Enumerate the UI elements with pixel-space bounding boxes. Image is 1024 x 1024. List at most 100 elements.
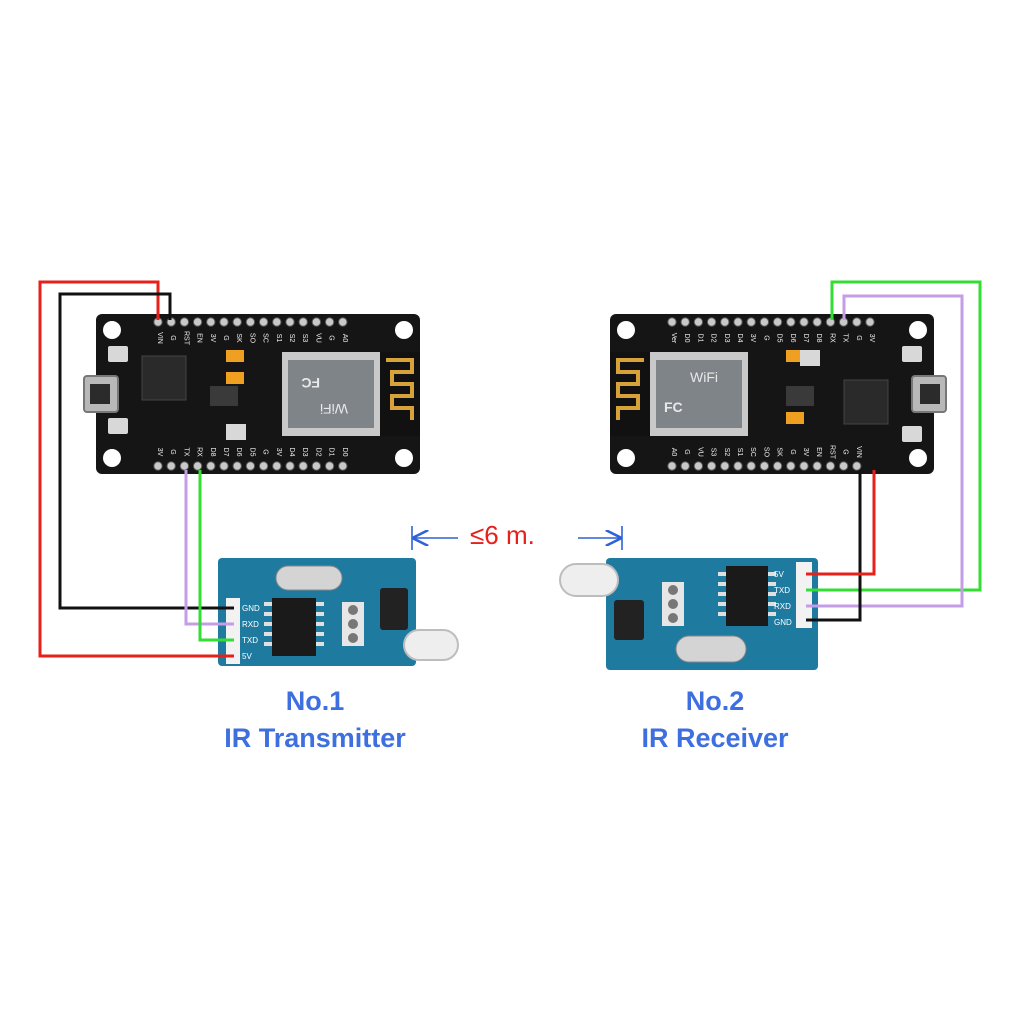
pin-label: D8: [815, 334, 822, 343]
pin-label: SK: [235, 333, 242, 343]
header-pin: [720, 461, 730, 471]
header-pin: [285, 317, 295, 327]
module-pin-label: GND: [242, 604, 260, 613]
wifi-logo: WiFi: [320, 401, 348, 417]
pin-label: TX: [182, 448, 189, 457]
pin-label: TX: [842, 334, 849, 343]
pin-label: SK: [776, 447, 783, 457]
pin-label: 3V: [802, 448, 809, 457]
wifi-logo: WiFi: [690, 369, 718, 385]
header-pin: [746, 317, 756, 327]
header-pin: [311, 461, 322, 471]
header-pin: [680, 461, 690, 471]
pin-label: SC: [749, 447, 756, 457]
pin-label: 3V: [749, 334, 756, 343]
pin-label: SC: [262, 333, 269, 343]
header-pin: [825, 461, 836, 471]
header-pin: [324, 461, 335, 471]
header-pin: [232, 461, 242, 471]
pin-label: D6: [789, 334, 796, 343]
wire-green-rx: [806, 280, 982, 592]
wire-purple-tx-rxd: [184, 470, 234, 626]
pin-label: D0: [341, 448, 348, 457]
wire-red-vin: [806, 470, 876, 576]
ir-led: [559, 563, 619, 597]
transmitter-number: No.1: [285, 686, 345, 716]
header-pin: [720, 317, 730, 327]
pin-label: S2: [723, 448, 730, 457]
usb-serial-chip: [843, 379, 889, 425]
header-pin: [759, 317, 770, 327]
header-pin: [680, 317, 690, 327]
pin-label: SO: [248, 333, 255, 344]
header-pin: [219, 461, 229, 471]
header-pin: [192, 461, 203, 471]
pin-label: D2: [710, 334, 717, 343]
header-pin: [693, 461, 704, 471]
pin-label: G: [789, 449, 796, 454]
header-pin: [272, 317, 282, 327]
pin-label: 3V: [868, 334, 875, 343]
pin-label: 3V: [156, 448, 163, 457]
pin-label: 3V: [209, 334, 216, 343]
header-pin: [179, 317, 190, 327]
pin-label: A0: [341, 334, 348, 343]
pin-label: D2: [314, 448, 321, 457]
wire-purple-tx: [806, 294, 964, 608]
pin-label: SO: [762, 447, 769, 458]
fc-logo: FC: [664, 399, 683, 415]
pin-label: G: [262, 449, 269, 454]
crystal-oscillator: [675, 635, 747, 663]
header-pin: [258, 461, 269, 471]
header-pin: [153, 461, 163, 471]
pin-label: S1: [275, 334, 282, 343]
pin-label: G: [222, 335, 229, 340]
pin-label: A0: [670, 448, 677, 457]
pin-label: RST: [182, 331, 189, 346]
pin-label: D1: [328, 448, 335, 457]
pin-label: G: [169, 449, 176, 454]
pin-label: 3V: [275, 448, 282, 457]
pin-label: S3: [301, 334, 308, 343]
rst-button: [902, 426, 922, 442]
wire-black-gnd: [58, 292, 234, 610]
header-pin: [192, 317, 203, 327]
module-pin-label: 5V: [242, 652, 252, 661]
header-pin: [786, 461, 796, 471]
header-pin: [311, 317, 322, 327]
pin-label: RST: [828, 445, 835, 460]
pin-label: D1: [696, 334, 703, 343]
wires-right: [806, 280, 982, 622]
transmitter-title: IR Transmitter: [224, 723, 406, 753]
pin-label: RX: [196, 447, 203, 457]
pin-label: VU: [696, 447, 703, 457]
pin-label: D0: [683, 334, 690, 343]
ir-led: [403, 629, 459, 661]
flash-button: [108, 418, 128, 434]
flash-button: [902, 346, 922, 362]
pin-label: D7: [222, 448, 229, 457]
header-pin: [258, 317, 269, 327]
header-pin: [799, 461, 809, 471]
ic-chip: [272, 598, 316, 656]
header-pin: [759, 461, 770, 471]
module-pin-label: TXD: [242, 636, 258, 645]
header-pin: [706, 461, 717, 471]
pin-label: G: [169, 335, 176, 340]
pin-label: G: [855, 335, 862, 340]
header-pin: [812, 461, 822, 471]
fc-logo: FC: [301, 375, 320, 391]
pin-label: G: [762, 335, 769, 340]
module-pin-label: 5V: [774, 570, 784, 579]
pin-label: S2: [288, 334, 295, 343]
module-pin-label: TXD: [774, 586, 790, 595]
wires-left: [38, 280, 234, 658]
pin-label: G: [683, 449, 690, 454]
